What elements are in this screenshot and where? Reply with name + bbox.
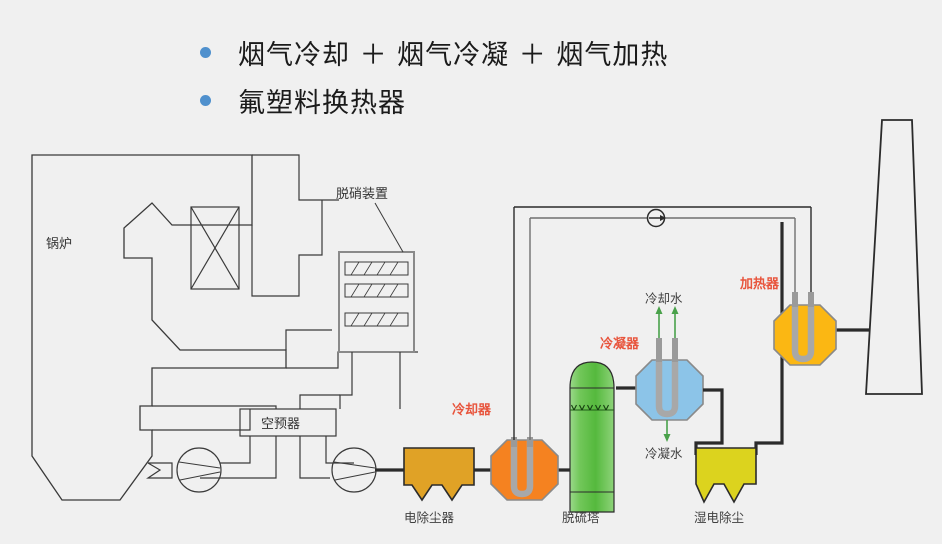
heater: 加热器: [739, 276, 837, 366]
bullet-list: 烟气冷却 ＋ 烟气冷凝 ＋ 烟气加热 氟塑料换热器: [200, 28, 920, 124]
induced-draft-fan-2: [331, 447, 377, 493]
bullet-item-2: 氟塑料换热器: [200, 76, 920, 124]
stack: [865, 119, 923, 395]
air-preheater: 空预器: [239, 408, 337, 437]
cooler-label: 冷却器: [452, 402, 492, 418]
cooling-water-arrows: 冷却水: [645, 291, 683, 338]
cooling-water-label: 冷却水: [645, 291, 683, 306]
cooler: 冷却器: [452, 402, 559, 501]
condenser: 冷凝器: [600, 336, 704, 421]
bullet-item-1-label: 烟气冷却 ＋ 烟气冷凝 ＋ 烟气加热: [238, 39, 669, 71]
boiler-label: 锅炉: [46, 236, 72, 252]
spray-nozzles: [571, 404, 609, 411]
wet-esp-label: 湿电除尘: [694, 510, 744, 525]
air-preheater-label: 空预器: [261, 417, 300, 432]
air-intake: [146, 462, 173, 479]
bullet-dot-icon: [200, 94, 211, 106]
superheater-bank: [190, 206, 240, 290]
heater-water-risers: [794, 207, 812, 292]
condenser-to-weteesp-duct: [694, 222, 784, 455]
induced-draft-fan-1: [176, 447, 222, 493]
boiler: 锅炉: [31, 154, 287, 501]
heater-label: 加热器: [739, 276, 780, 292]
wet-esp: 湿电除尘: [694, 447, 757, 525]
catalyst-layers: [344, 261, 409, 327]
denitrification-label: 脱硝装置: [336, 187, 388, 202]
desulfurization-tower: 脱硫塔: [562, 361, 615, 525]
main-flue-duct: [375, 328, 870, 472]
condensate-arrows: 冷凝水: [645, 420, 683, 461]
bullet-dot-icon: [200, 46, 211, 58]
bullet-item-1: 烟气冷却 ＋ 烟气冷凝 ＋ 烟气加热: [200, 28, 920, 76]
cooler-water-risers: [513, 207, 531, 440]
preheater-ducts: [152, 394, 354, 479]
condenser-label: 冷凝器: [600, 336, 640, 352]
denitrification-device: 脱硝装置: [336, 187, 415, 353]
scr-to-preheater-duct: [339, 352, 401, 409]
condensate-water-label: 冷凝水: [645, 446, 683, 461]
esp: 电除尘器: [403, 447, 475, 525]
desulfurization-tower-label: 脱硫塔: [562, 510, 600, 525]
esp-label: 电除尘器: [404, 510, 455, 525]
bullet-item-2-label: 氟塑料换热器: [238, 87, 406, 119]
circulation-pump: [646, 208, 666, 228]
